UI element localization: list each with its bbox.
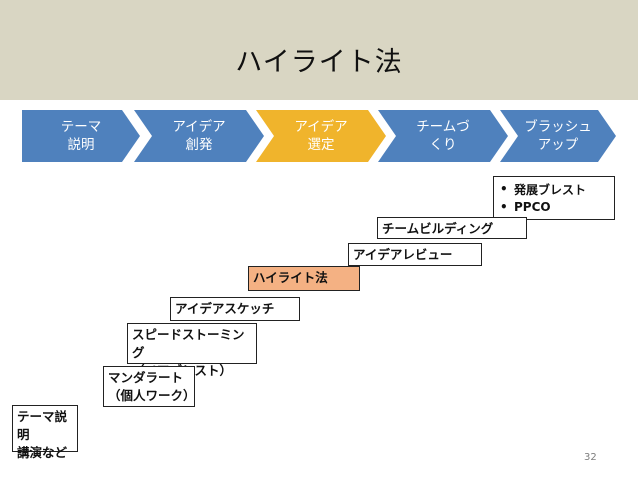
title-band	[0, 0, 638, 100]
bullet-text: 発展ブレスト	[514, 182, 587, 197]
step-team-building: チームビルディング	[377, 217, 527, 239]
chevron-label: チームづ くり	[416, 118, 470, 153]
step-idea-sketch: アイデアスケッチ	[170, 297, 300, 321]
bullet-marker: •	[500, 200, 508, 214]
bullet-list: • 発展ブレスト • PPCO	[493, 176, 615, 220]
slide-title: ハイライト法	[235, 47, 403, 78]
bullet-item: • 発展ブレスト	[500, 180, 608, 198]
chevron-theme-explanation: テーマ 説明	[22, 110, 140, 162]
page-number: 32	[584, 452, 597, 463]
chevron-idea-selection: アイデア 選定	[256, 110, 386, 162]
step-theme-lecture: テーマ説明 講演など	[12, 405, 78, 460]
chevron-label: アイデア 選定	[294, 118, 348, 153]
chevron-label: ブラッシュ アップ	[524, 118, 592, 153]
step-speed-storming: スピードストーミング （ペアブレスト）	[127, 323, 257, 378]
chevron-team-building: チームづ くり	[378, 110, 508, 162]
chevron-label: テーマ 説明	[60, 118, 102, 153]
chevron-brush-up: ブラッシュ アップ	[500, 110, 616, 162]
step-idea-review: アイデアレビュー	[348, 243, 482, 266]
bullet-item: • PPCO	[500, 198, 608, 216]
step-highlight-method: ハイライト法	[248, 266, 360, 291]
chevron-idea-emergence: アイデア 創発	[134, 110, 264, 162]
step-mandalart: マンダラート （個人ワーク）	[103, 366, 196, 407]
bullet-marker: •	[500, 182, 508, 196]
bullet-text: PPCO	[514, 200, 551, 214]
chevron-label: アイデア 創発	[172, 118, 226, 153]
